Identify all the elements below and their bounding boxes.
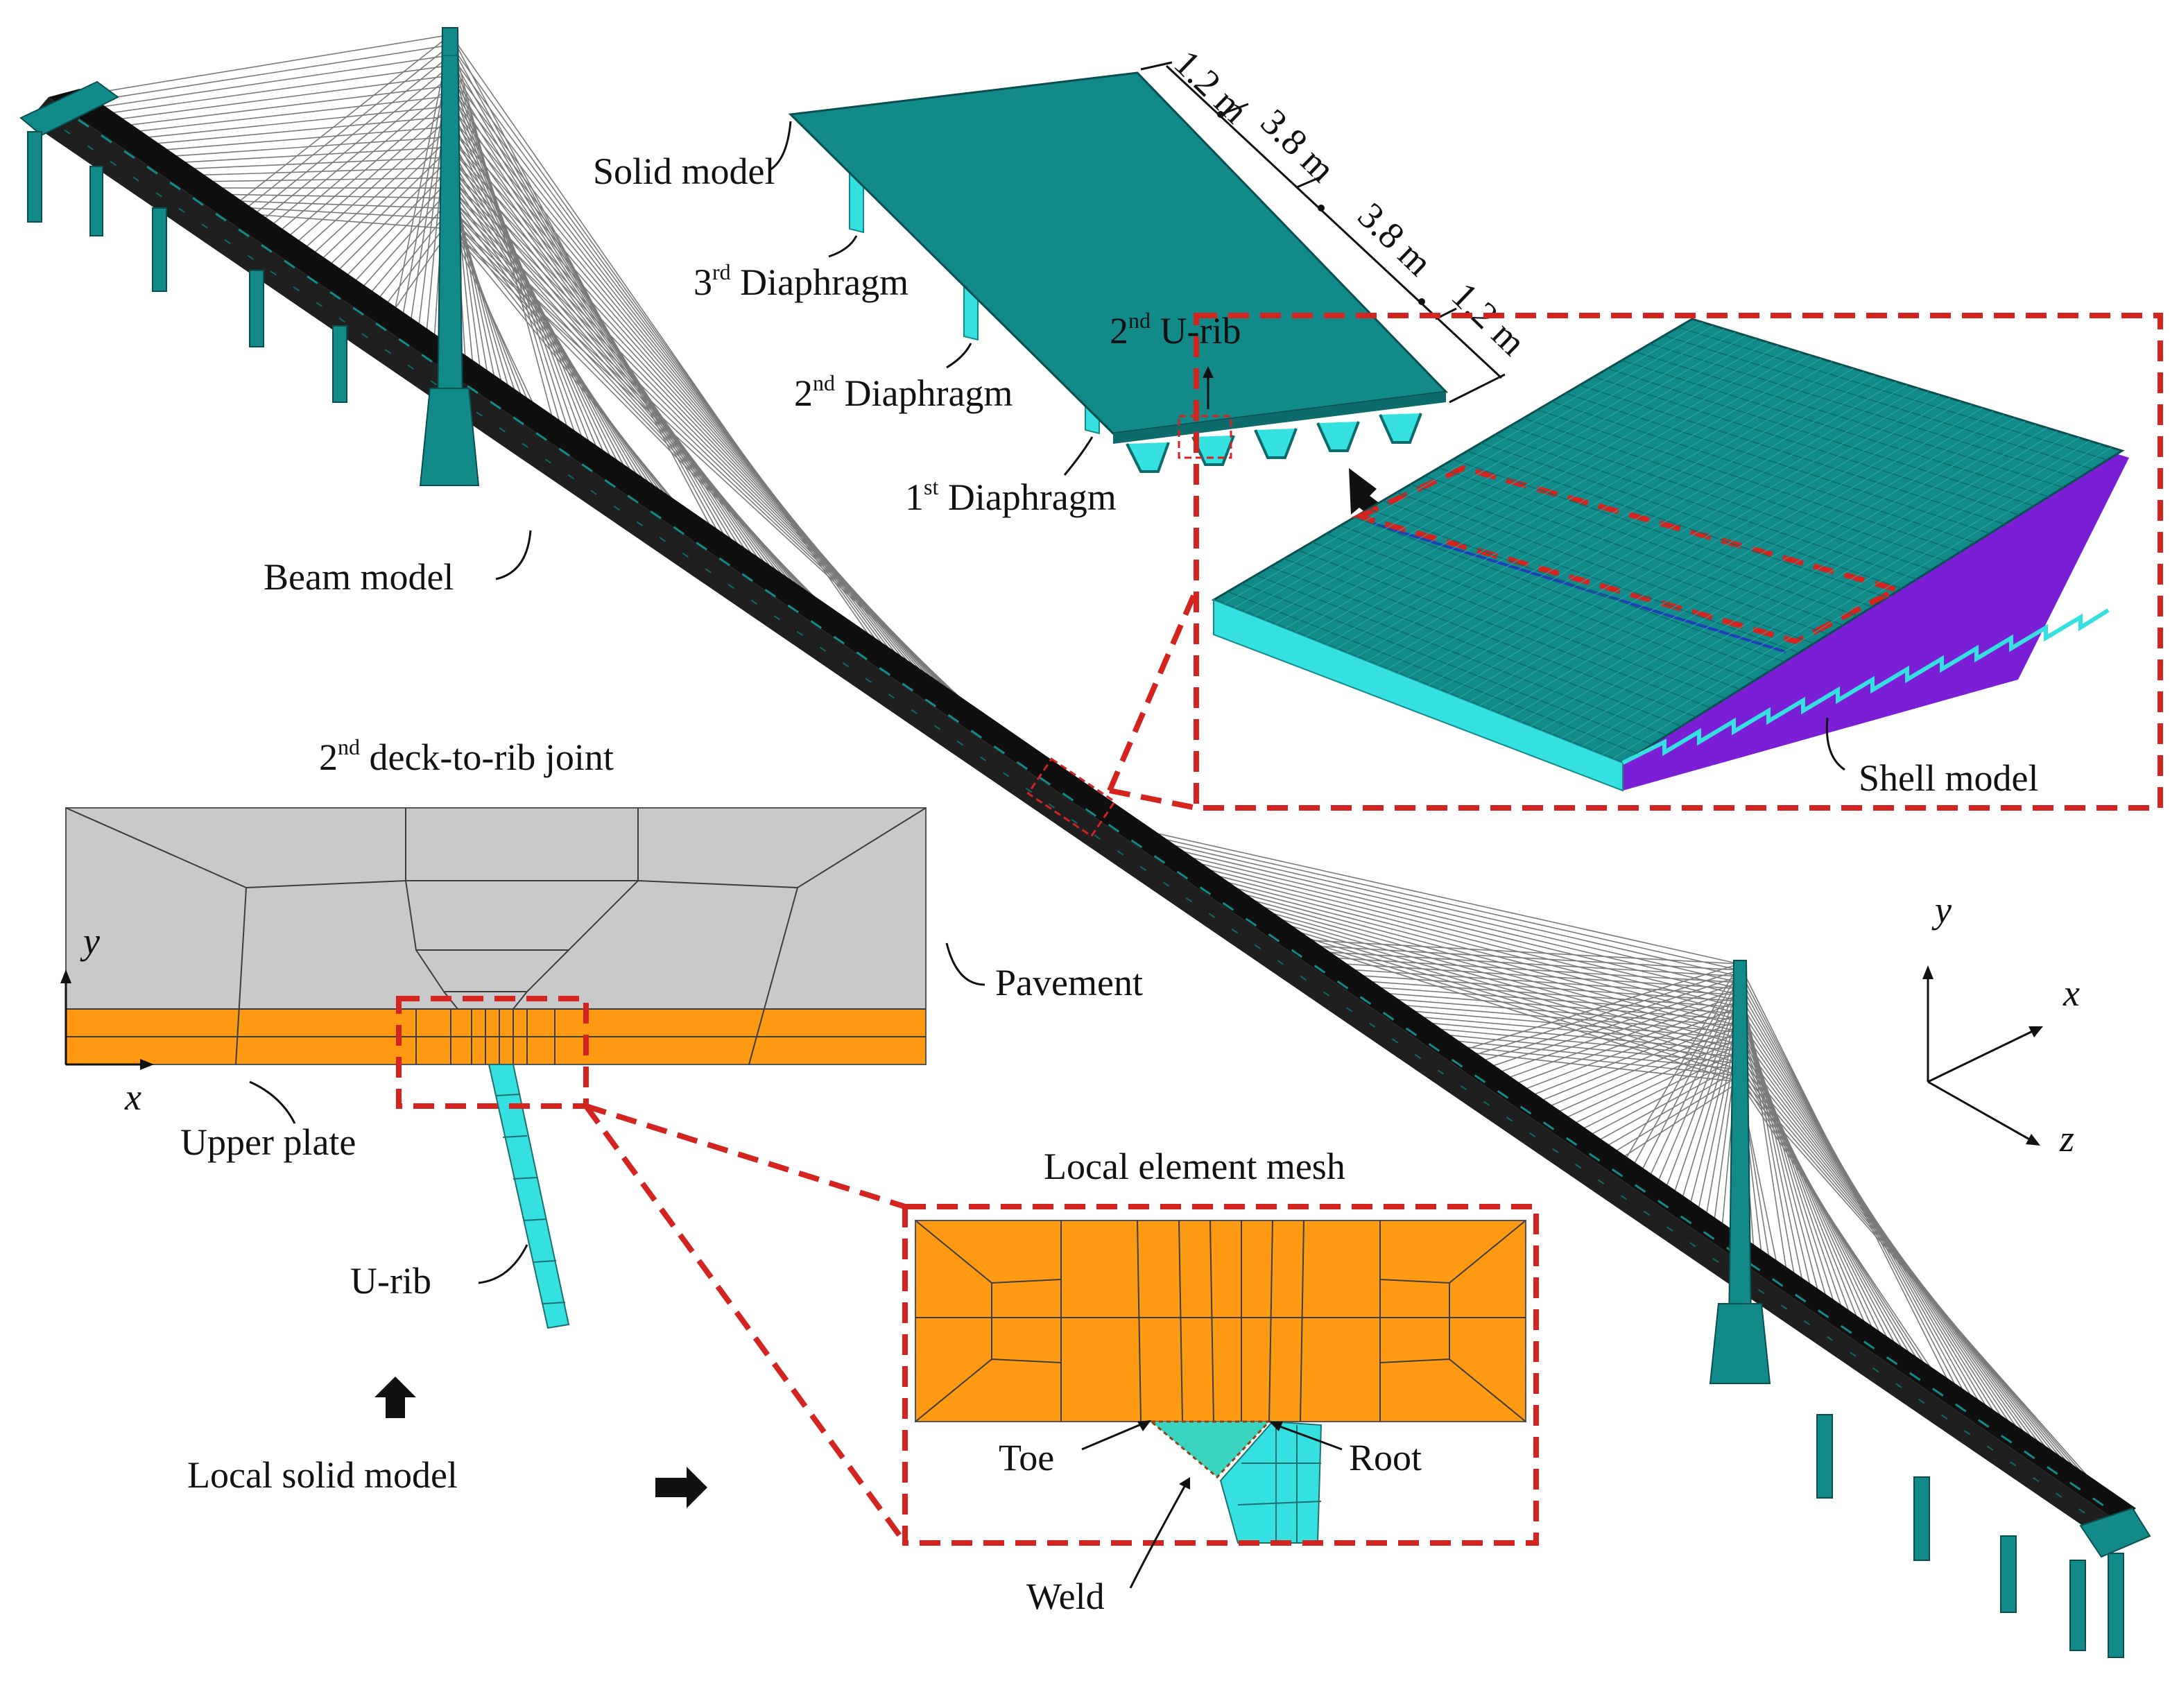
beam-model-label: Beam model xyxy=(264,556,454,598)
axis-y-left: y xyxy=(80,920,100,962)
solid-model-label: Solid model xyxy=(593,150,775,192)
pavement-layer xyxy=(65,807,927,1010)
diaphragm-1-label: 1st Diaphragm xyxy=(905,474,1117,518)
global-axes xyxy=(1922,965,2043,1146)
zoom-line-shell-1 xyxy=(1109,788,1197,811)
approach-piers-left xyxy=(19,80,347,403)
solid-model-leader xyxy=(769,121,792,171)
toe-leader xyxy=(1081,1422,1145,1451)
zoom-line-mesh-2 xyxy=(583,1104,908,1545)
zoom-line-shell-2 xyxy=(1107,588,1199,792)
local-element-mesh-title: Local element mesh xyxy=(1044,1146,1345,1187)
urib-label: U-rib xyxy=(350,1260,431,1302)
stay-cables-left-pylon xyxy=(48,34,1065,795)
joint-section xyxy=(65,807,927,1329)
dim-label-3: 3.8 m xyxy=(1350,194,1440,284)
deck-segment-marker xyxy=(1026,757,1117,838)
stay-cables-right-pylon xyxy=(1105,821,2123,1516)
shell-mesh-lines xyxy=(1223,322,2112,759)
arrow-up-local-solid xyxy=(374,1377,416,1418)
weld-region xyxy=(1148,1420,1272,1479)
axis-x: x xyxy=(2062,972,2080,1014)
shell-inner-highlight xyxy=(1351,465,1904,645)
diaphragm-3-leader xyxy=(828,235,858,258)
toe-label: Toe xyxy=(999,1437,1054,1478)
shell-model-frame xyxy=(1194,313,2163,811)
solid-model xyxy=(788,71,1449,473)
pavement-leader xyxy=(945,942,985,986)
joint-title: 2nd deck-to-rib joint xyxy=(319,734,614,778)
diaphragm-2-leader xyxy=(946,343,972,369)
diaphragm-3-label: 3rd Diaphragm xyxy=(694,259,908,303)
pavement-label: Pavement xyxy=(995,962,1143,1003)
weld-leader xyxy=(1129,1483,1187,1589)
root-label: Root xyxy=(1349,1437,1422,1478)
axis-x-left: x xyxy=(124,1076,141,1118)
shell-model xyxy=(1211,318,2129,792)
local-mesh-panel xyxy=(902,1204,1539,1546)
root-leader xyxy=(1275,1424,1343,1451)
urib-leader xyxy=(478,1244,528,1284)
local-solid-model-label: Local solid model xyxy=(187,1454,458,1496)
joint-highlight-box xyxy=(396,996,589,1109)
diaphragm-1-leader xyxy=(1063,436,1094,476)
urib-highlight-box xyxy=(1178,415,1232,459)
shell-model-label: Shell model xyxy=(1859,757,2038,799)
weld-label: Weld xyxy=(1026,1576,1105,1617)
axis-z: z xyxy=(2059,1118,2074,1159)
dim-label-2: 3.8 m xyxy=(1253,101,1343,190)
upper-plate-label: Upper plate xyxy=(180,1121,356,1163)
zoom-line-mesh-1 xyxy=(585,1103,906,1209)
pylon-right xyxy=(1709,960,1771,1384)
upper-plate-leader xyxy=(249,1080,296,1124)
urib-mesh xyxy=(1219,1420,1323,1544)
shell-model-leader xyxy=(1825,717,1845,771)
section-axes xyxy=(60,969,154,1070)
bridge-deck xyxy=(28,89,2136,1536)
diaphragm-2-label: 2nd Diaphragm xyxy=(794,370,1013,414)
axis-y: y xyxy=(1931,889,1952,931)
dim-label-4: 1.2 m xyxy=(1444,274,1534,363)
approach-piers-right xyxy=(1816,1414,2151,1658)
beam-model-leader xyxy=(495,530,532,580)
arrow-right-local-mesh xyxy=(655,1467,707,1508)
pylon-left xyxy=(419,27,480,486)
urib-section xyxy=(488,1064,570,1329)
